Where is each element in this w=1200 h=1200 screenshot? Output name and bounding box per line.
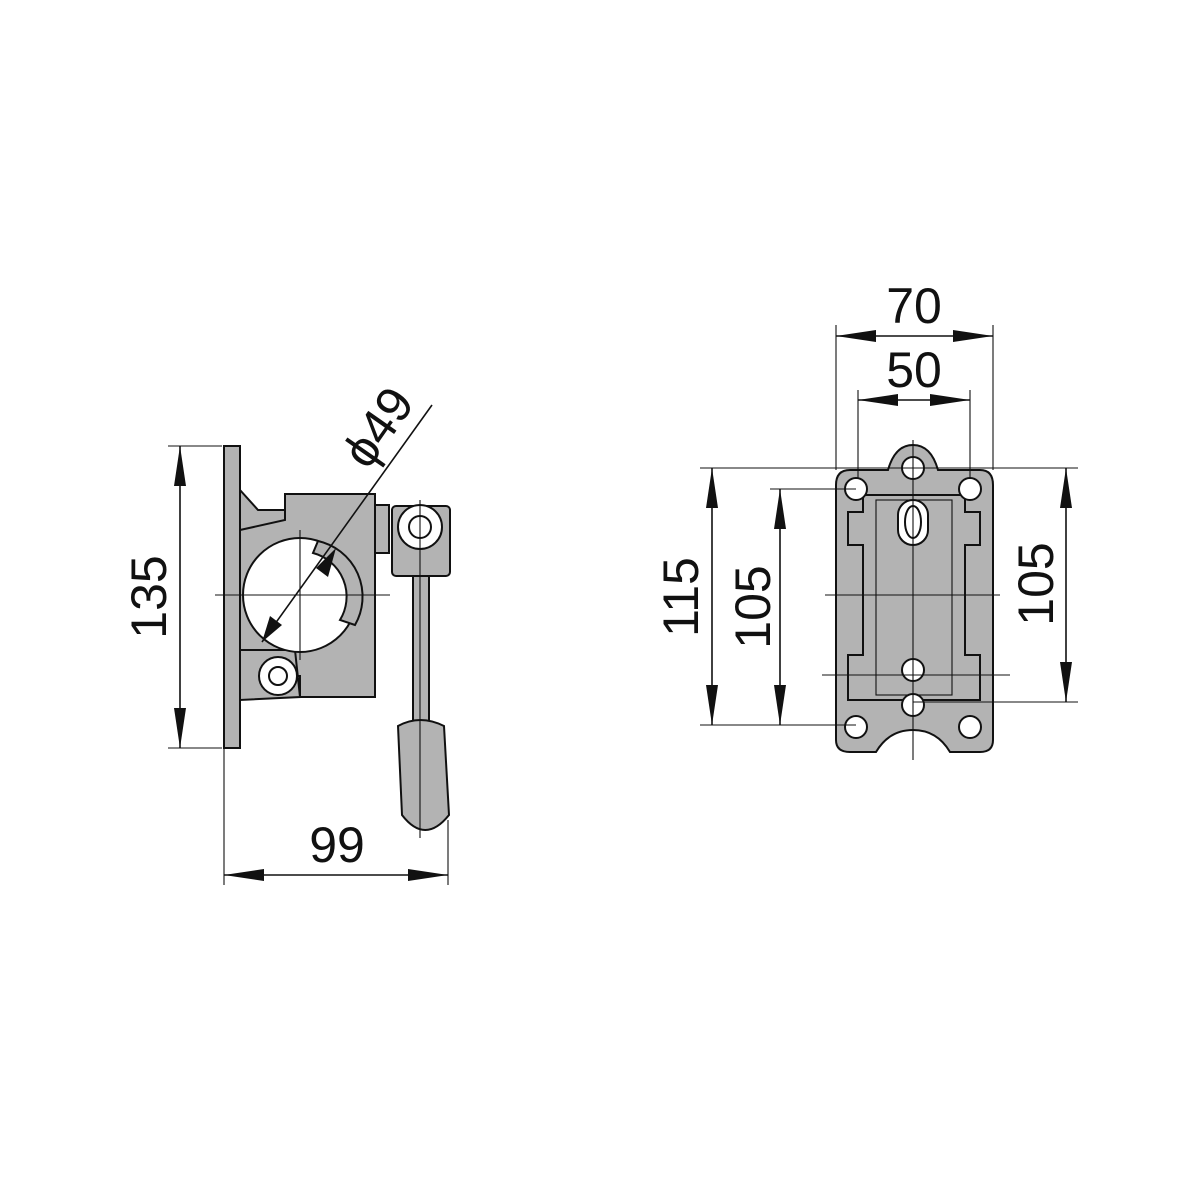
front-dim-70-arrow-right: [953, 330, 993, 342]
front-dim-105-arrow-top: [774, 489, 786, 529]
front-dim-105-arrow-bottom: [774, 685, 786, 725]
front-hole-bottom-left: [844, 715, 868, 739]
front-dim-105r-label: 105: [1008, 542, 1064, 625]
side-mounting-plate: [223, 445, 241, 749]
front-hole-top-right: [958, 477, 982, 501]
front-dim-70-label: 70: [886, 278, 942, 334]
side-lever-handle: [396, 719, 451, 831]
side-width-arrow-right: [408, 869, 448, 881]
front-dim-50-arrow-right: [930, 394, 970, 406]
front-hole-bottom-right: [958, 715, 982, 739]
front-housing: [847, 494, 981, 701]
side-bolt-inner: [268, 666, 288, 686]
side-bore-label: ϕ49: [331, 377, 425, 478]
side-view: 135 99 ϕ49: [121, 377, 451, 885]
side-diameter-leader: [261, 404, 433, 643]
front-dim-115-arrow-top: [706, 468, 718, 508]
side-width-arrow-left: [224, 869, 264, 881]
front-dim-105r-arrow-bottom: [1060, 662, 1072, 702]
side-diameter-arrow-1: [262, 616, 282, 642]
front-dim-50-label: 50: [886, 342, 942, 398]
side-spindle-collar: [374, 504, 390, 554]
side-bore-insert: [311, 539, 364, 627]
front-dim-105r-arrow-top: [1060, 468, 1072, 508]
side-width-label: 99: [309, 817, 365, 873]
front-dim-70-arrow-left: [836, 330, 876, 342]
front-dim-115-label: 115: [653, 557, 709, 637]
side-height-arrow-top: [174, 446, 186, 486]
side-lever-shaft: [412, 575, 430, 722]
front-view: 70 50 115 105 105: [653, 278, 1078, 760]
side-diameter-arrow-2: [316, 548, 336, 577]
front-dim-115-arrow-bottom: [706, 685, 718, 725]
side-height-arrow-bottom: [174, 708, 186, 748]
side-height-label: 135: [121, 555, 177, 638]
front-dim-50-arrow-left: [858, 394, 898, 406]
front-dim-105-label: 105: [725, 565, 781, 648]
